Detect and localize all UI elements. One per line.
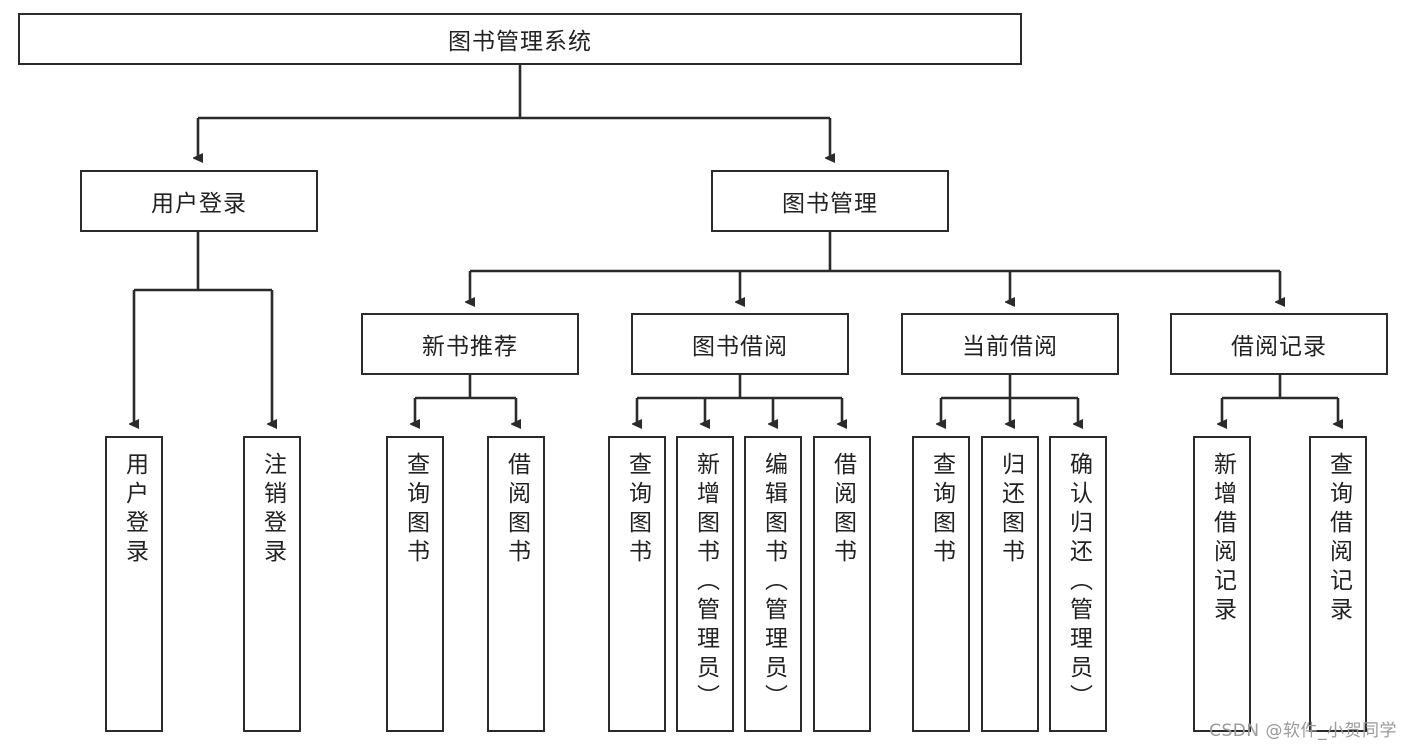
leaf-return-book[interactable]: 归还图书 bbox=[981, 436, 1039, 732]
node-user-login[interactable]: 用户登录 bbox=[80, 170, 318, 232]
leaf-logout-label: 注销登录 bbox=[259, 452, 286, 568]
node-book-borrow[interactable]: 图书借阅 bbox=[631, 313, 849, 375]
leaf-user-login-label: 用户登录 bbox=[121, 452, 148, 568]
leaf-query-borrow-record-label: 查询借阅记录 bbox=[1325, 452, 1352, 626]
leaf-add-book-admin-label: 新增图书（管理员） bbox=[692, 452, 719, 713]
leaf-confirm-return-admin[interactable]: 确认归还（管理员） bbox=[1049, 436, 1107, 732]
node-new-book-recommend-label: 新书推荐 bbox=[422, 334, 518, 360]
leaf-query-book-recommend-label: 查询图书 bbox=[402, 452, 429, 568]
node-borrow-record[interactable]: 借阅记录 bbox=[1170, 313, 1388, 375]
leaf-query-borrow-record[interactable]: 查询借阅记录 bbox=[1309, 436, 1367, 732]
node-current-borrow[interactable]: 当前借阅 bbox=[901, 313, 1119, 375]
leaf-add-book-admin[interactable]: 新增图书（管理员） bbox=[676, 436, 734, 732]
leaf-query-book-current-label: 查询图书 bbox=[928, 452, 955, 568]
leaf-logout[interactable]: 注销登录 bbox=[243, 436, 301, 732]
node-root[interactable]: 图书管理系统 bbox=[18, 13, 1022, 65]
watermark: CSDN @软件_小贺同学 bbox=[1209, 721, 1397, 741]
leaf-borrow-book-label: 借阅图书 bbox=[829, 452, 856, 568]
node-root-label: 图书管理系统 bbox=[448, 29, 592, 55]
node-borrow-record-label: 借阅记录 bbox=[1231, 334, 1327, 360]
leaf-edit-book-admin-label: 编辑图书（管理员） bbox=[760, 452, 787, 713]
leaf-query-book-borrow[interactable]: 查询图书 bbox=[608, 436, 666, 732]
leaf-query-book-borrow-label: 查询图书 bbox=[624, 452, 651, 568]
node-new-book-recommend[interactable]: 新书推荐 bbox=[361, 313, 579, 375]
node-book-management-label: 图书管理 bbox=[782, 191, 878, 217]
node-current-borrow-label: 当前借阅 bbox=[962, 334, 1058, 360]
leaf-add-borrow-record-label: 新增借阅记录 bbox=[1209, 452, 1236, 626]
leaf-query-book-current[interactable]: 查询图书 bbox=[912, 436, 970, 732]
leaf-user-login[interactable]: 用户登录 bbox=[105, 436, 163, 732]
leaf-edit-book-admin[interactable]: 编辑图书（管理员） bbox=[744, 436, 802, 732]
leaf-return-book-label: 归还图书 bbox=[997, 452, 1024, 568]
node-user-login-label: 用户登录 bbox=[151, 191, 247, 217]
leaf-borrow-book-recommend[interactable]: 借阅图书 bbox=[487, 436, 545, 732]
leaf-query-book-recommend[interactable]: 查询图书 bbox=[386, 436, 444, 732]
leaf-borrow-book-recommend-label: 借阅图书 bbox=[503, 452, 530, 568]
node-book-management[interactable]: 图书管理 bbox=[711, 170, 949, 232]
node-book-borrow-label: 图书借阅 bbox=[692, 334, 788, 360]
leaf-borrow-book[interactable]: 借阅图书 bbox=[813, 436, 871, 732]
leaf-add-borrow-record[interactable]: 新增借阅记录 bbox=[1193, 436, 1251, 732]
leaf-confirm-return-admin-label: 确认归还（管理员） bbox=[1065, 452, 1092, 713]
